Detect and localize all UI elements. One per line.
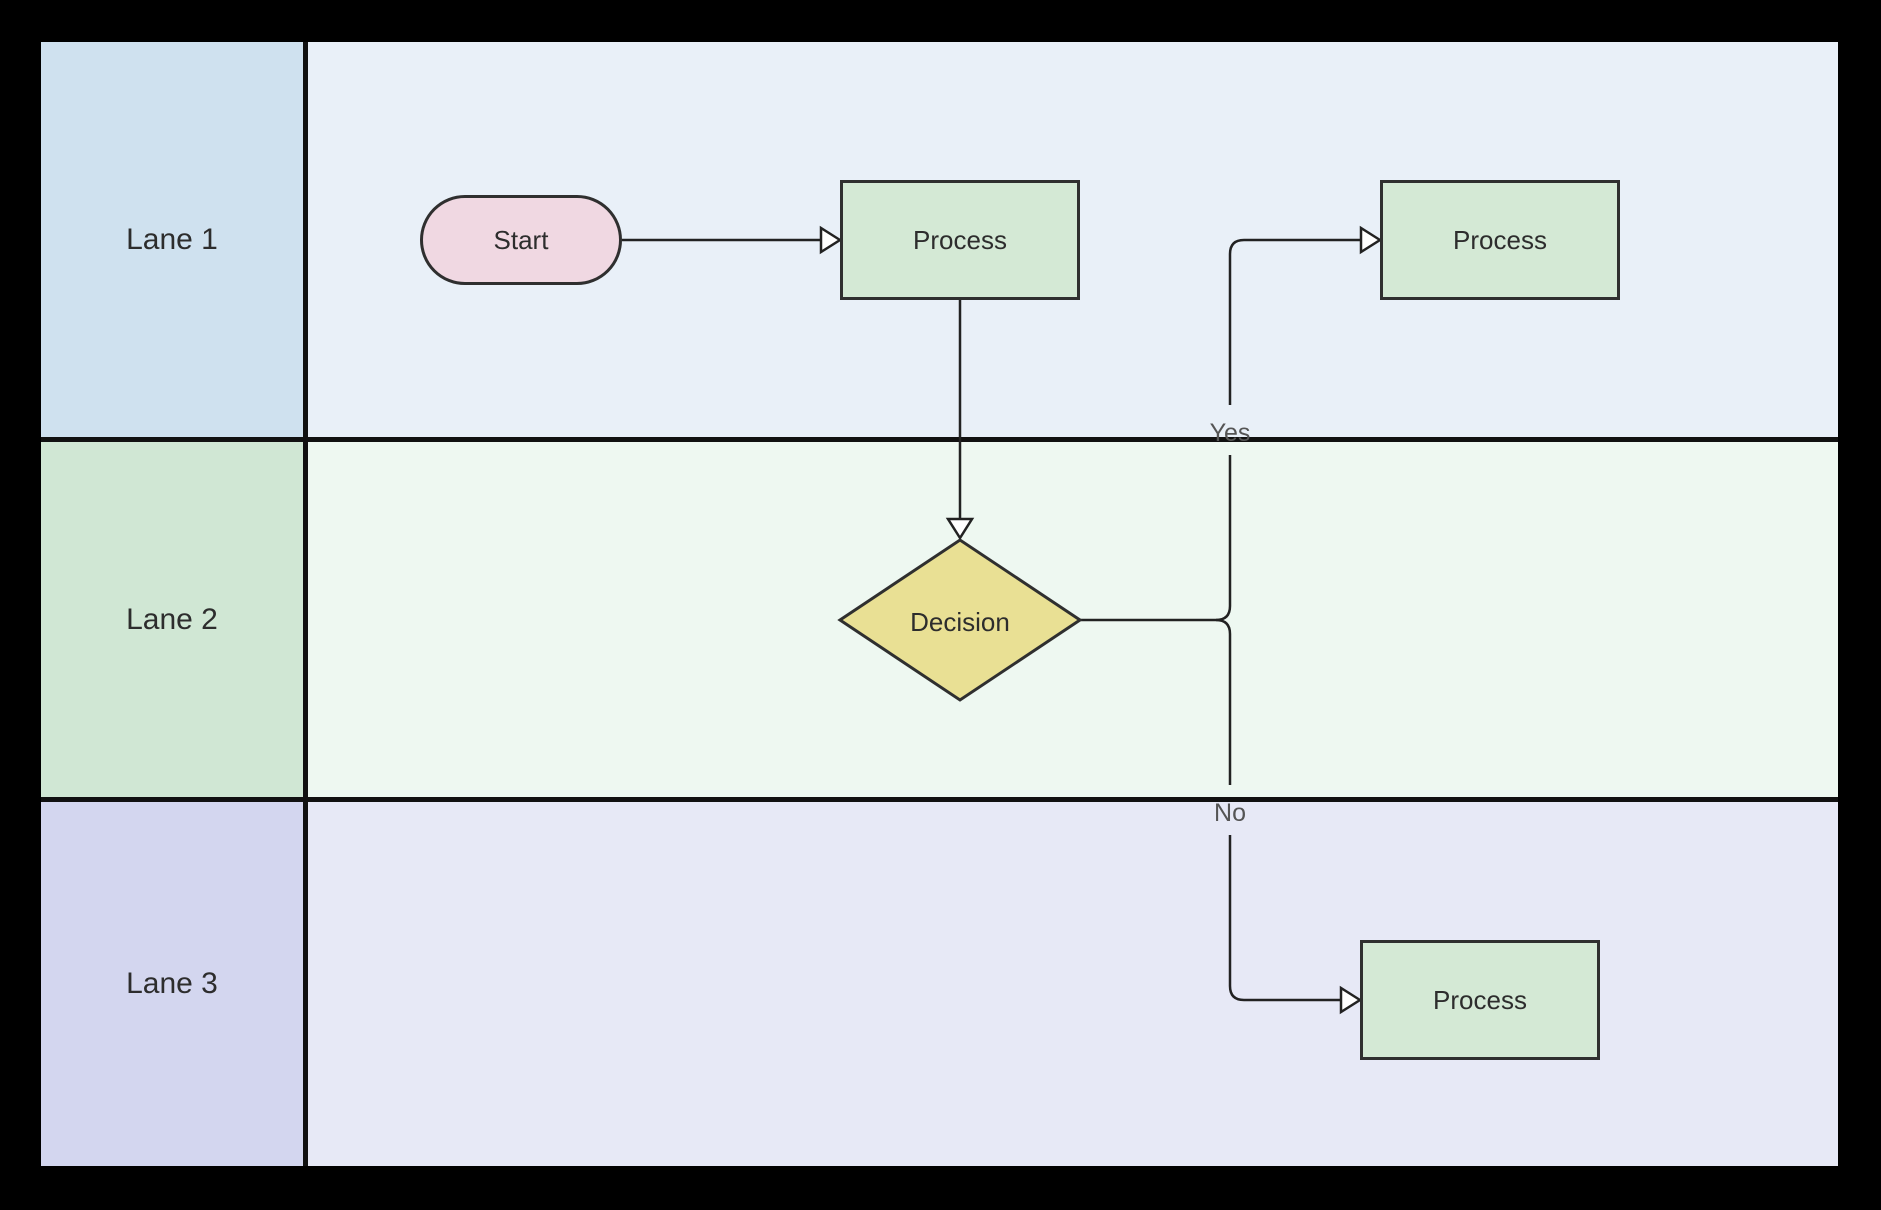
edge-label-no[interactable]: No bbox=[1195, 797, 1265, 829]
connector-layer bbox=[622, 225, 1383, 1015]
process-node-2-label: Process bbox=[1453, 224, 1547, 255]
edge-label-no-text: No bbox=[1214, 798, 1246, 827]
process-node-3-label: Process bbox=[1433, 984, 1527, 1015]
arrowhead-start-to-process1 bbox=[819, 225, 843, 255]
lane-3-label: Lane 3 bbox=[126, 967, 218, 1000]
edge-label-yes-text: Yes bbox=[1209, 418, 1251, 447]
lane-2-label: Lane 2 bbox=[126, 602, 218, 636]
edge-label-yes[interactable]: Yes bbox=[1195, 417, 1265, 449]
process-node-3[interactable]: Process bbox=[1360, 940, 1600, 1060]
diagram-canvas: Lane 1 Lane 2 Lane 3 Start bbox=[41, 42, 1838, 1166]
process-node-1-label: Process bbox=[913, 224, 1007, 255]
arrowhead-process1-to-decision bbox=[945, 517, 975, 541]
arrowhead-yes-to-process2 bbox=[1359, 225, 1383, 255]
decision-node-shape[interactable] bbox=[837, 538, 1083, 702]
process-node-1[interactable]: Process bbox=[840, 180, 1080, 300]
lane-1-label: Lane 1 bbox=[126, 222, 218, 256]
decision-node-label: Decision bbox=[910, 606, 1010, 637]
lane-1-label-cell[interactable]: Lane 1 bbox=[41, 42, 308, 437]
arrowhead-no-to-process3 bbox=[1339, 985, 1363, 1015]
process-node-2[interactable]: Process bbox=[1380, 180, 1620, 300]
lane-3-label-cell[interactable]: Lane 3 bbox=[41, 802, 308, 1166]
edge-decision-no-to-process3 bbox=[1215, 618, 1341, 1002]
decision-node-label-wrap[interactable]: Decision bbox=[860, 598, 1060, 646]
lane-2-label-cell[interactable]: Lane 2 bbox=[41, 442, 308, 797]
start-node-label: Start bbox=[493, 224, 549, 255]
swimlane-2: Lane 2 bbox=[41, 442, 1838, 802]
start-node[interactable]: Start bbox=[420, 195, 622, 285]
